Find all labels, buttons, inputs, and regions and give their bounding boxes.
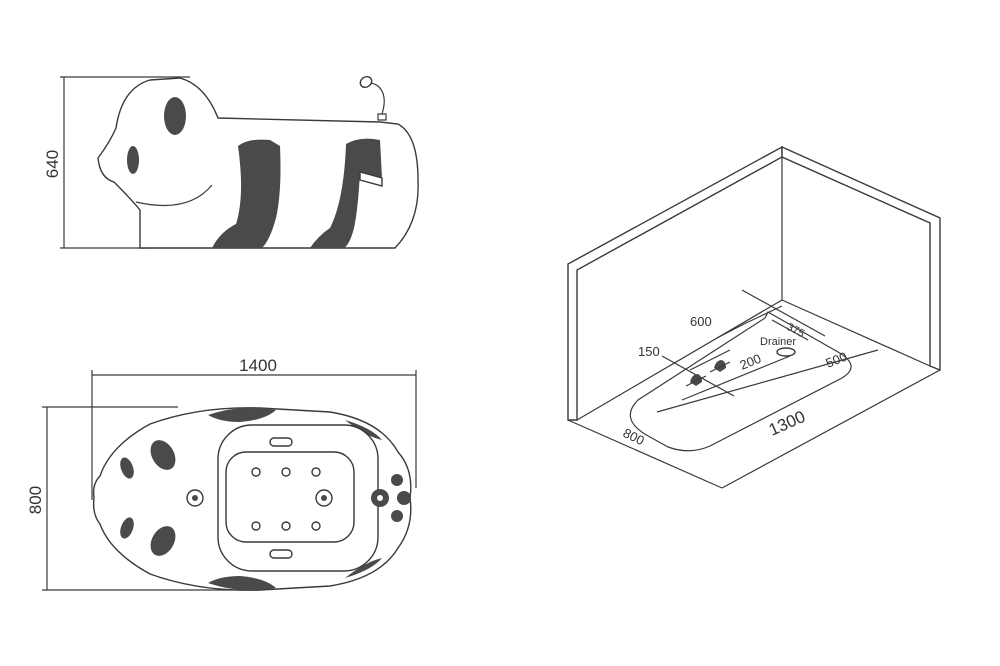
top-tap-set <box>371 474 411 522</box>
top-width-dimension: 800 <box>26 406 250 591</box>
top-ear-1 <box>150 440 176 470</box>
top-eye-1 <box>120 457 134 479</box>
drainer-label: Drainer <box>760 336 796 348</box>
top-eye-2 <box>120 517 134 539</box>
top-inner-basin <box>225 451 355 543</box>
side-front-leg <box>212 139 281 248</box>
shower-head-icon <box>359 75 387 121</box>
room-tap-1-icon <box>685 374 707 387</box>
top-handle-2 <box>269 549 293 559</box>
top-handle-1 <box>269 437 293 447</box>
dim-600-label: 600 <box>690 314 712 329</box>
top-side-patch-1 <box>345 420 382 440</box>
room-tap-2-icon <box>709 360 731 373</box>
room-tub-footprint <box>629 311 852 452</box>
dim-500-label: 500 <box>824 349 850 371</box>
top-jets <box>251 467 333 531</box>
top-length-label: 1400 <box>239 356 277 375</box>
dim-200-label: 200 <box>738 351 764 373</box>
dim-150-label: 150 <box>638 344 660 359</box>
room-view: 600 150 375 Drainer 200 500 1300 800 <box>567 145 941 489</box>
top-width-label: 800 <box>26 486 45 514</box>
top-view: 1400 800 <box>26 356 417 591</box>
side-view: 640 <box>43 75 419 249</box>
side-height-label: 640 <box>43 150 62 178</box>
side-rear-leg <box>310 138 382 248</box>
side-eye-patch <box>127 146 139 174</box>
drainer-icon <box>776 347 796 357</box>
top-length-dimension: 1400 <box>91 356 417 500</box>
room-left-wall <box>567 145 783 421</box>
dim-1300-label: 1300 <box>766 407 808 440</box>
top-ear-2 <box>150 526 176 556</box>
top-back-patch-2 <box>208 576 276 591</box>
side-ear <box>164 97 186 135</box>
top-side-patch-2 <box>345 558 382 578</box>
side-mouth-line <box>135 184 213 207</box>
top-back-patch-1 <box>208 407 276 422</box>
side-rear-leg-notch <box>359 171 383 187</box>
room-back-wall <box>781 145 941 372</box>
side-height-dimension: 640 <box>43 76 190 249</box>
